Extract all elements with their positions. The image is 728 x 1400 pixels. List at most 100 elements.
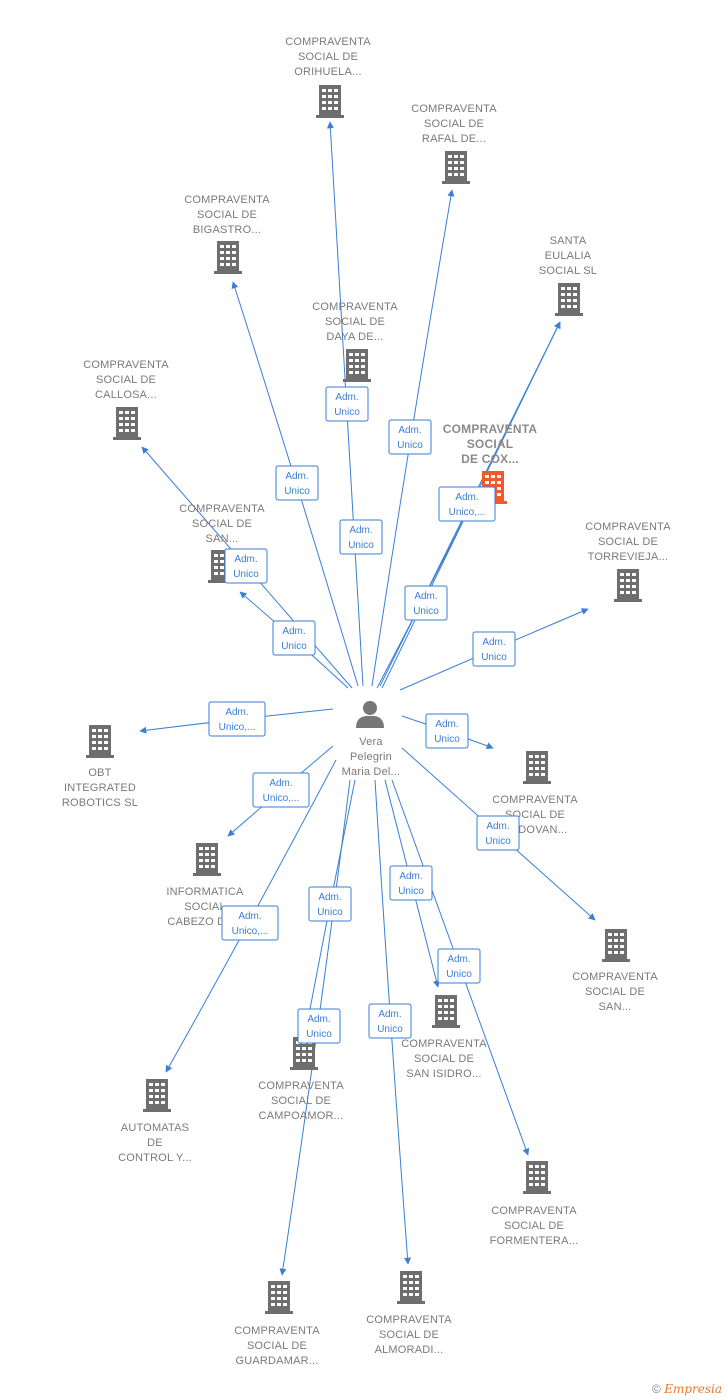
company-node-torrevieja[interactable]: COMPRAVENTA SOCIAL DE TORREVIEJA... xyxy=(585,521,671,602)
edge-label-box xyxy=(275,465,319,501)
company-name-line: SOCIAL DE xyxy=(585,986,645,998)
edge-label-line: Adm. xyxy=(378,1009,401,1020)
company-name-line: SOCIAL DE xyxy=(192,518,252,530)
edge-label-n_sanisidro[interactable]: Adm. Unico xyxy=(389,865,433,901)
company-name-line: SOCIAL DE xyxy=(505,809,565,821)
company-name-line: BIGASTRO... xyxy=(193,224,261,236)
edge-label-line: Unico xyxy=(334,407,360,418)
edge-label-line: Adm. xyxy=(335,392,358,403)
edge-label-n_bigastro[interactable]: Adm.Unico xyxy=(275,465,319,501)
edge-label-line: Unico xyxy=(284,486,310,497)
edge-label-n_sanmid[interactable]: Adm. Unico xyxy=(272,620,316,656)
company-name-line: SOCIAL DE xyxy=(298,51,358,63)
edge-label-line: Adm. xyxy=(307,1014,330,1025)
company-name-line: SOCIAL xyxy=(184,901,226,913)
edge-label-n_santa_extra[interactable]: Adm.Unico xyxy=(404,585,448,621)
company-name-line: SOCIAL DE xyxy=(379,1329,439,1341)
edge-label-line: Adm. xyxy=(282,626,305,637)
edge-label-n_cox[interactable]: Adm.Unico,... xyxy=(438,486,496,522)
edge-label-line: Unico xyxy=(317,907,343,918)
edge-label-n_guardamar[interactable]: Adm.Unico xyxy=(297,1008,341,1044)
company-name-line: INFORMATICA xyxy=(166,886,244,898)
edge-label-n_torrevieja[interactable]: Adm.Unico xyxy=(472,631,516,667)
edge-label-n_redovan[interactable]: Adm.Unico xyxy=(425,713,469,749)
company-node-daya[interactable]: COMPRAVENTA SOCIAL DE DAYA DE... xyxy=(312,301,398,382)
company-name-line: COMPRAVENTA xyxy=(258,1080,344,1092)
edge-label-line: Adm. xyxy=(318,892,341,903)
company-name-line: SOCIAL DE xyxy=(598,536,658,548)
edge-label-line: Unico xyxy=(281,641,307,652)
company-name-line: CALLOSA... xyxy=(95,389,157,401)
company-name-line: RAFAL DE... xyxy=(422,133,486,145)
company-name-line: SOCIAL SL xyxy=(539,265,597,277)
person-name-line: Maria Del... xyxy=(342,766,401,778)
company-name-line: SAN... xyxy=(599,1001,632,1013)
edge-label-n_obt[interactable]: Adm.Unico,... xyxy=(208,701,266,737)
company-name-line: ORIHUELA... xyxy=(294,66,362,78)
edge-label-n_callosa[interactable]: Adm.Unico xyxy=(224,548,268,584)
edge-label-line: Unico xyxy=(397,440,423,451)
company-name-line: COMPRAVENTA xyxy=(83,359,169,371)
edge-label-line: Unico xyxy=(348,540,374,551)
edge-label-n_informatica[interactable]: Adm.Unico,... xyxy=(252,772,310,808)
company-name-line: DE xyxy=(147,1137,163,1149)
edge-label-n_formentera[interactable]: Adm.Unico xyxy=(437,948,481,984)
edge-label-n_automatas[interactable]: Adm.Unico,... xyxy=(221,905,279,941)
edge-label-box xyxy=(437,948,481,984)
company-name-line: COMPRAVENTA xyxy=(312,301,398,313)
building-icon xyxy=(602,929,630,962)
building-icon xyxy=(86,725,114,758)
edge-label-line: Adm. xyxy=(455,492,478,503)
footer: © Empresia xyxy=(652,1382,722,1396)
edge-label-line: Adm. xyxy=(234,554,257,565)
edge-label-line: Adm. xyxy=(486,821,509,832)
company-name-line: SOCIAL DE xyxy=(414,1053,474,1065)
company-name-line: ROBOTICS SL xyxy=(62,797,138,809)
company-name-line: DAYA DE... xyxy=(326,331,383,343)
company-name-line: SOCIAL DE xyxy=(325,316,385,328)
edge-label-n_orihuela[interactable]: Adm. Unico xyxy=(325,386,369,422)
brand-logo[interactable]: Empresia xyxy=(664,1382,722,1396)
edge-label-line: Adm. xyxy=(238,911,261,922)
edge-label-line: Unico xyxy=(398,886,424,897)
building-icon xyxy=(265,1281,293,1314)
edge-label-box xyxy=(388,419,432,455)
edge-label-n_almoradi[interactable]: Adm.Unico xyxy=(368,1003,412,1039)
company-name-line: SOCIAL DE xyxy=(504,1220,564,1232)
building-icon xyxy=(523,1161,551,1194)
company-name-line: COMPRAVENTA xyxy=(492,794,578,806)
edge-label-line: Adm. xyxy=(399,871,422,882)
building-icon xyxy=(214,241,242,274)
edge-label-n_sanright[interactable]: Adm.Unico xyxy=(476,815,520,851)
company-name-line: SOCIAL DE xyxy=(424,118,484,130)
company-name-line: TORREVIEJA... xyxy=(588,551,669,563)
company-name-line: COMPRAVENTA xyxy=(184,194,270,206)
building-icon xyxy=(316,85,344,118)
edge-label-n_rafal[interactable]: Adm.Unico xyxy=(388,419,432,455)
edge-label-box xyxy=(325,386,369,422)
company-name-line: EULALIA xyxy=(545,250,592,262)
company-name-line: GUARDAMAR... xyxy=(235,1355,318,1367)
edge-label-n_campoamor[interactable]: Adm. Unico xyxy=(308,886,352,922)
company-name-line: FORMENTERA... xyxy=(490,1235,579,1247)
company-name-line: COMPRAVENTA xyxy=(585,521,671,533)
edge-label-n_daya[interactable]: Adm.Unico xyxy=(339,519,383,555)
company-name-line: OBT xyxy=(88,767,111,779)
edge-label-box xyxy=(308,886,352,922)
